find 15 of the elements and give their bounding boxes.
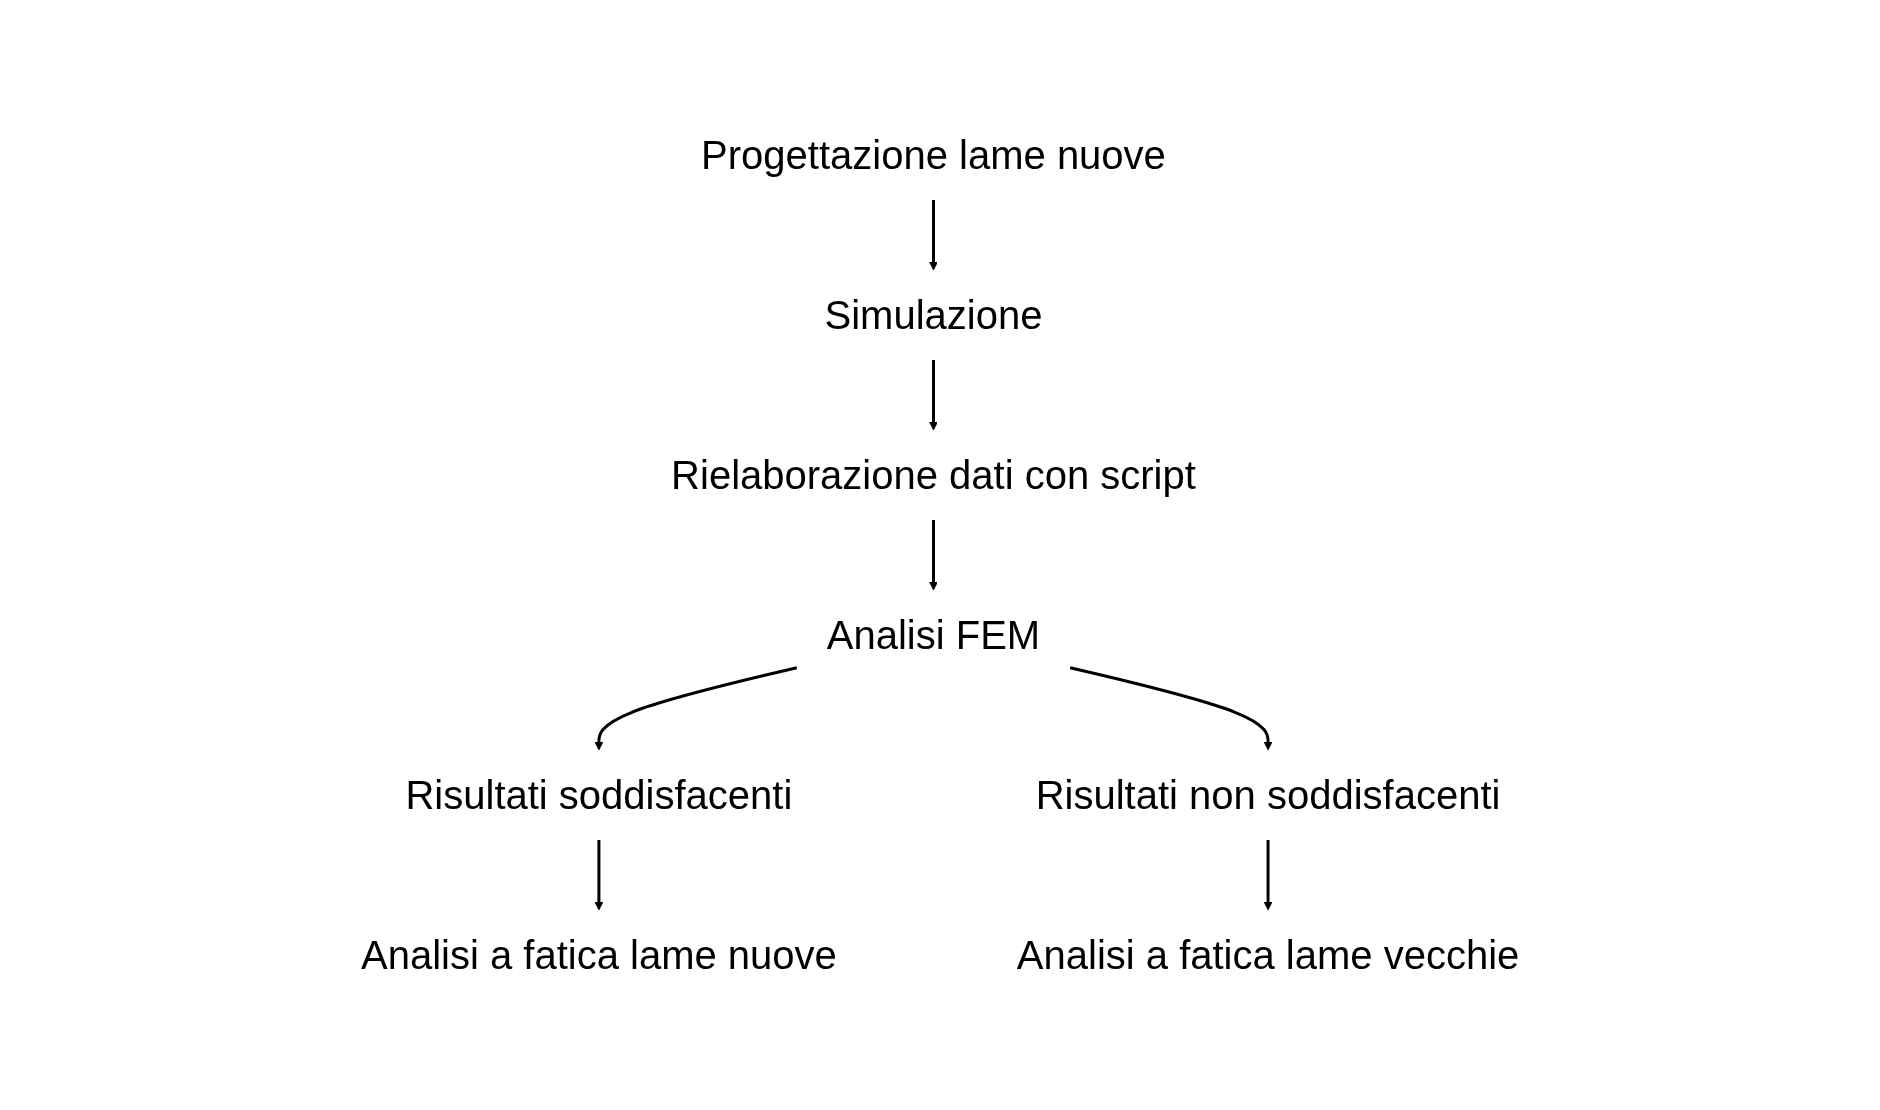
arrow xyxy=(928,520,938,591)
arrow xyxy=(594,840,604,911)
node-text: Analisi a fatica lame nuove xyxy=(360,933,837,977)
node-text: Progettazione lame nuove xyxy=(700,133,1166,177)
node-text: Risultati non soddisfacenti xyxy=(1035,773,1501,817)
node-text: Rielaborazione dati con script xyxy=(670,453,1196,497)
node-text: Analisi a fatica lame vecchie xyxy=(1016,933,1520,977)
arrow xyxy=(928,360,938,431)
node-text: Risultati soddisfacenti xyxy=(405,773,793,817)
arrow xyxy=(1069,666,1273,751)
node-text: Simulazione xyxy=(824,293,1043,337)
arrow xyxy=(928,200,938,271)
arrow xyxy=(594,666,797,751)
node-text: Analisi FEM xyxy=(826,613,1041,657)
arrow xyxy=(1263,840,1273,911)
